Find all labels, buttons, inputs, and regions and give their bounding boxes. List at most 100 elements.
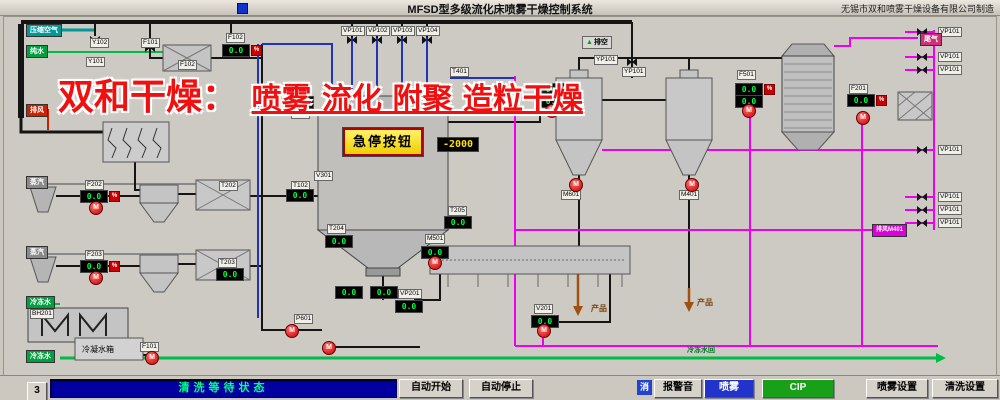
tag-vp201: VP201 <box>398 289 422 299</box>
tag-t205: T205 <box>448 206 467 216</box>
mute-alarm-button[interactable]: 报警音 <box>654 379 702 398</box>
spray-button[interactable]: 喷雾 <box>704 379 754 398</box>
alarm-chip: % <box>109 261 120 272</box>
pump-feed[interactable]: M <box>322 341 336 355</box>
pill-chilled-water-2: 冷冻水 <box>26 350 55 363</box>
pump-f202[interactable]: M <box>89 201 103 215</box>
display-bed2: 0.0 <box>370 286 398 299</box>
mute-icon[interactable]: 消 <box>637 380 652 395</box>
pipes-steam <box>26 183 205 255</box>
tag-y102: Y102 <box>90 38 110 48</box>
pump-f101[interactable]: M <box>145 351 159 365</box>
spray-settings-button[interactable]: 喷雾设置 <box>866 379 928 398</box>
valve-icon <box>372 36 382 44</box>
valve-icon <box>917 146 927 154</box>
valve-icon <box>397 36 407 44</box>
alarm-chip: % <box>876 95 887 106</box>
tag-vp101-r4: VP101 <box>938 145 962 155</box>
display-f203: 0.0% <box>80 260 120 273</box>
tag-vp101-r1: VP101 <box>938 27 962 37</box>
tag-vp102-top: VP102 <box>366 26 390 36</box>
tag-vp104-top: VP104 <box>416 26 440 36</box>
feed-hopper-1 <box>29 186 57 213</box>
tag-f202: F202 <box>85 180 104 190</box>
cyclone-small-2 <box>139 254 179 274</box>
feed-hopper-2 <box>29 256 57 283</box>
tag-f203: F203 <box>85 250 104 260</box>
pump-f501[interactable]: M <box>742 104 756 118</box>
tag-f102-eq: F102 <box>178 60 197 70</box>
tag-f101-top: F101 <box>141 38 160 48</box>
display-t204: 0.0 <box>325 235 353 248</box>
display-f201: 0.0% <box>847 94 887 107</box>
valve-icon <box>917 53 927 61</box>
tag-vp101-r7: VP101 <box>938 218 962 228</box>
pill-compressed-air: 压缩空气 <box>26 24 62 37</box>
label-condensate-tank: 冷凝水箱 <box>82 345 114 354</box>
alarm-chip: % <box>251 45 262 56</box>
pump-cyclone-fan[interactable]: M <box>545 104 559 118</box>
pump-m501[interactable]: M <box>428 256 442 270</box>
tag-vp101-r3: VP101 <box>938 65 962 75</box>
pump-p601[interactable]: M <box>285 324 299 338</box>
pipes-blue <box>257 38 515 318</box>
label-product-1: 产品 <box>591 304 607 313</box>
label-exhaust-m401: 排风M401 <box>872 224 908 237</box>
cip-button[interactable]: CIP <box>762 379 834 398</box>
display-t203: 0.0 <box>216 268 244 281</box>
label-product-2: 产品 <box>697 298 713 307</box>
auto-start-button[interactable]: 自动开始 <box>399 379 463 398</box>
tag-y101: Y101 <box>86 57 106 67</box>
tag-t203: T203 <box>218 258 237 268</box>
pump-m401[interactable]: M <box>685 178 699 192</box>
pump-v201[interactable]: M <box>537 324 551 338</box>
display-chamber: -2000 <box>437 137 479 152</box>
alarm-chip: % <box>568 84 579 95</box>
emergency-stop-button[interactable]: 急停按钮 <box>342 127 424 157</box>
pill-exhaust-fan: 排风 <box>26 104 48 117</box>
pill-tail-gas: 尾气 <box>920 33 942 46</box>
cyclone-b <box>665 77 713 141</box>
tag-vp101-r5: VP101 <box>938 192 962 202</box>
tag-t201: T201 <box>291 109 310 119</box>
pump-m601[interactable]: M <box>569 178 583 192</box>
display-f202: 0.0% <box>80 190 120 203</box>
pill-steam-1: 蒸汽 <box>26 176 48 189</box>
tag-vp101-r2: VP101 <box>938 52 962 62</box>
tag-t401: T401 <box>450 67 469 77</box>
display-bed1: 0.0 <box>335 286 363 299</box>
valve-icon <box>917 219 927 227</box>
cyclone-small-1 <box>139 184 179 204</box>
indicator-button[interactable]: 3 <box>27 382 47 400</box>
display-t201: 0.0 <box>286 96 314 109</box>
valve-icons <box>90 28 927 227</box>
pump-f201[interactable]: M <box>856 111 870 125</box>
product-arrow-icon <box>573 306 583 316</box>
tag-f501: F501 <box>737 70 756 80</box>
valve-icon <box>422 36 432 44</box>
auto-stop-button[interactable]: 自动停止 <box>469 379 533 398</box>
company-name: 无锡市双和喷雾干燥设备有限公司制造 <box>840 4 994 14</box>
label-baghouse: BH201 <box>30 309 54 319</box>
pill-pure-water: 纯水 <box>26 45 48 58</box>
alarm-chip: % <box>764 84 775 95</box>
display-t102: 0.0 <box>286 189 314 202</box>
pill-chilled-water-1: 冷冻水 <box>26 296 55 309</box>
condenser-cap <box>780 43 836 57</box>
tag-t202: T202 <box>219 181 238 191</box>
tag-f102: F102 <box>226 33 245 43</box>
pump-f203[interactable]: M <box>89 271 103 285</box>
dryer-hopper <box>330 95 450 113</box>
equipment <box>27 43 933 361</box>
title-bar: MFSD型多级流化床喷雾干燥控制系统 无锡市双和喷雾干燥设备有限公司制造 <box>0 0 1000 16</box>
tag-vp103-top: VP103 <box>391 26 415 36</box>
green-arrow-icon <box>936 353 946 363</box>
clean-settings-button[interactable]: 清洗设置 <box>932 379 998 398</box>
tag-f201: F201 <box>849 84 868 94</box>
spray-dryer-chamber <box>317 111 449 231</box>
tag-yp101-a: YP101 <box>594 55 618 65</box>
display-vp201: 0.0 <box>395 300 423 313</box>
valve-icon <box>917 206 927 214</box>
